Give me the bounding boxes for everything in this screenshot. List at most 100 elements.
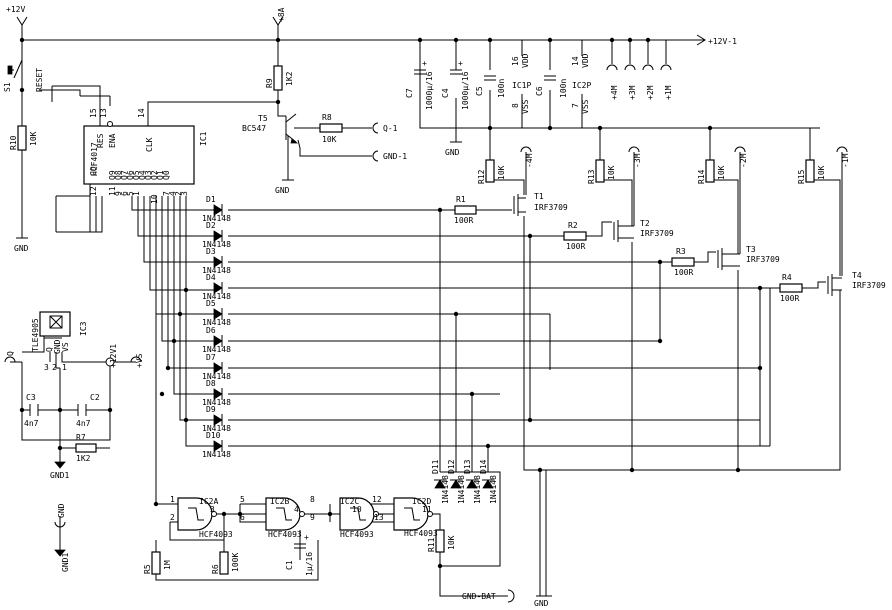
ic2d-part: HCF4093 xyxy=(404,529,438,538)
v12-rail-terminal: +12V-1 xyxy=(696,34,737,46)
junctions xyxy=(19,37,763,569)
resistor-r9: R9 1K2 xyxy=(265,65,294,91)
diode-d13: D13 1N4148 xyxy=(463,459,482,504)
c4-value: 1000µ/16 xyxy=(461,71,470,110)
t1-ref: T1 xyxy=(534,192,544,201)
ch-4m-terminal: -4M xyxy=(520,146,534,168)
mosfet-t4: T4 IRF3709 xyxy=(827,271,886,296)
gnd1-label: GND-1 xyxy=(383,152,407,161)
capacitor-c4: + C4 1000µ/16 xyxy=(441,59,470,110)
out-1m-label: +1M xyxy=(664,85,673,100)
r7-value: 1K2 xyxy=(76,454,91,463)
ic2p-p7: 7 xyxy=(571,103,580,108)
resistors: R10 10K R9 1K2 R8 10K R1 100R R2 100R R3… xyxy=(9,65,826,575)
ic1-pin13: 13 xyxy=(99,108,108,118)
c6-value: 100n xyxy=(559,79,568,98)
ic2d-pin11: 11 xyxy=(422,505,432,514)
resistor-r3: R3 100R xyxy=(671,247,695,277)
ic1-ena: ENA xyxy=(108,133,117,148)
ic1-q3: Q3 xyxy=(144,170,153,180)
gnd-bottom-label: GND xyxy=(534,599,549,608)
t1-part: IRF3709 xyxy=(534,203,568,212)
out-2m-label: +2M xyxy=(646,85,655,100)
resistor-r15: R15 10K xyxy=(797,159,826,184)
ic1-co-pin: 12 xyxy=(89,186,98,196)
diode-d10: D10 1N4148 xyxy=(202,431,231,459)
ic2d-pin12: 12 xyxy=(372,495,382,504)
r14-value: 10K xyxy=(717,165,726,180)
c3-ref: C3 xyxy=(26,393,36,402)
c2-value: 4n7 xyxy=(76,419,91,428)
diode-d5: D5 1N4148 xyxy=(202,299,231,327)
r11-value: 10K xyxy=(447,535,456,550)
ic1p-vdd: VDD xyxy=(521,53,530,68)
ic3-part: TLE4905 xyxy=(31,318,40,352)
v8-top-label: +8A xyxy=(277,7,286,22)
mosfet-t3: T3 IRF3709 xyxy=(717,245,780,270)
ic2a-pin3: 3 xyxy=(210,505,215,514)
gnd1-symbol-left: GND1 xyxy=(54,549,70,572)
d5-ref: D5 xyxy=(206,299,216,308)
c4-plus: + xyxy=(458,59,463,68)
ic1-q4: Q4 xyxy=(138,170,147,180)
resistor-r12: R12 10K xyxy=(477,159,506,184)
out-4m-terminal: +4M xyxy=(606,64,619,100)
s1-ref: S1 xyxy=(3,82,12,92)
c1-plus: + xyxy=(304,533,309,542)
r8-value: 10K xyxy=(322,135,337,144)
r3-ref: R3 xyxy=(676,247,686,256)
ic2c-ref: IC2C xyxy=(340,497,359,506)
gnd-terminal-left: GND xyxy=(54,503,66,528)
ic2c-pin8: 8 xyxy=(310,495,315,504)
ic1-pin14: 14 xyxy=(137,108,146,118)
c6-ref: C6 xyxy=(535,86,544,96)
q-in-label: Q xyxy=(6,351,15,356)
mosfet-t1: T1 IRF3709 xyxy=(513,192,568,216)
ic2d-ref: IC2D xyxy=(412,497,431,506)
r12-ref: R12 xyxy=(477,169,486,184)
ic2p-p14: 14 xyxy=(571,56,580,66)
ic1-pin15: 15 xyxy=(89,108,98,118)
d3-part: 1N4148 xyxy=(202,266,231,275)
gate-ic2b: IC2B HCF4093 5 6 4 xyxy=(240,495,305,539)
capacitor-c2: C2 4n7 xyxy=(76,393,100,428)
diode-d3: D3 1N4148 xyxy=(202,247,231,275)
r10-value: 10K xyxy=(29,131,38,146)
d12-ref: D12 xyxy=(447,459,456,474)
d9-ref: D9 xyxy=(206,405,216,414)
d8-ref: D8 xyxy=(206,379,216,388)
d6-ref: D6 xyxy=(206,326,216,335)
r5-value: 1M xyxy=(163,560,172,570)
gnd-left-label: GND xyxy=(57,503,66,518)
resistor-r13: R13 10K xyxy=(587,159,616,184)
ic2b-pin4: 4 xyxy=(294,505,299,514)
ic1-q1: Q1 xyxy=(156,170,165,180)
ic2a-ref: IC2A xyxy=(199,497,218,506)
d8-part: 1N4148 xyxy=(202,398,231,407)
ic1-clk: CLK xyxy=(145,137,154,152)
diode-d11: D11 xyxy=(431,459,446,489)
t3-ref: T3 xyxy=(746,245,756,254)
ic2b-ref: IC2B xyxy=(270,497,289,506)
v12-rail-label: +12V-1 xyxy=(708,37,737,46)
ic2a-part: HCF4093 xyxy=(199,530,233,539)
ic2p-vss: VSS xyxy=(581,99,590,114)
v8-top-terminal: +8A xyxy=(272,7,286,26)
r4-ref: R4 xyxy=(782,273,792,282)
ic2a-pin1: 1 xyxy=(170,495,175,504)
ic2p-vdd: VDD xyxy=(581,53,590,68)
resistor-r4: R4 100R xyxy=(779,273,803,303)
ic1p-vss: VSS xyxy=(521,99,530,114)
r4-value: 100R xyxy=(780,294,799,303)
gnd-symbol-bottom: GND xyxy=(534,595,552,608)
ch-3m-terminal: -3M xyxy=(628,146,642,168)
r8-ref: R8 xyxy=(322,113,332,122)
diode-d6: D6 1N4148 xyxy=(202,326,231,354)
t2-ref: T2 xyxy=(640,219,650,228)
r9-ref: R9 xyxy=(265,78,274,88)
out-1m-terminal: +1M xyxy=(660,64,673,100)
gnd1-terminal: GND-1 xyxy=(372,150,407,162)
ic3-pin1: 1 xyxy=(62,363,67,372)
d11-part: 1N4148 xyxy=(441,475,450,504)
d2-ref: D2 xyxy=(206,221,216,230)
